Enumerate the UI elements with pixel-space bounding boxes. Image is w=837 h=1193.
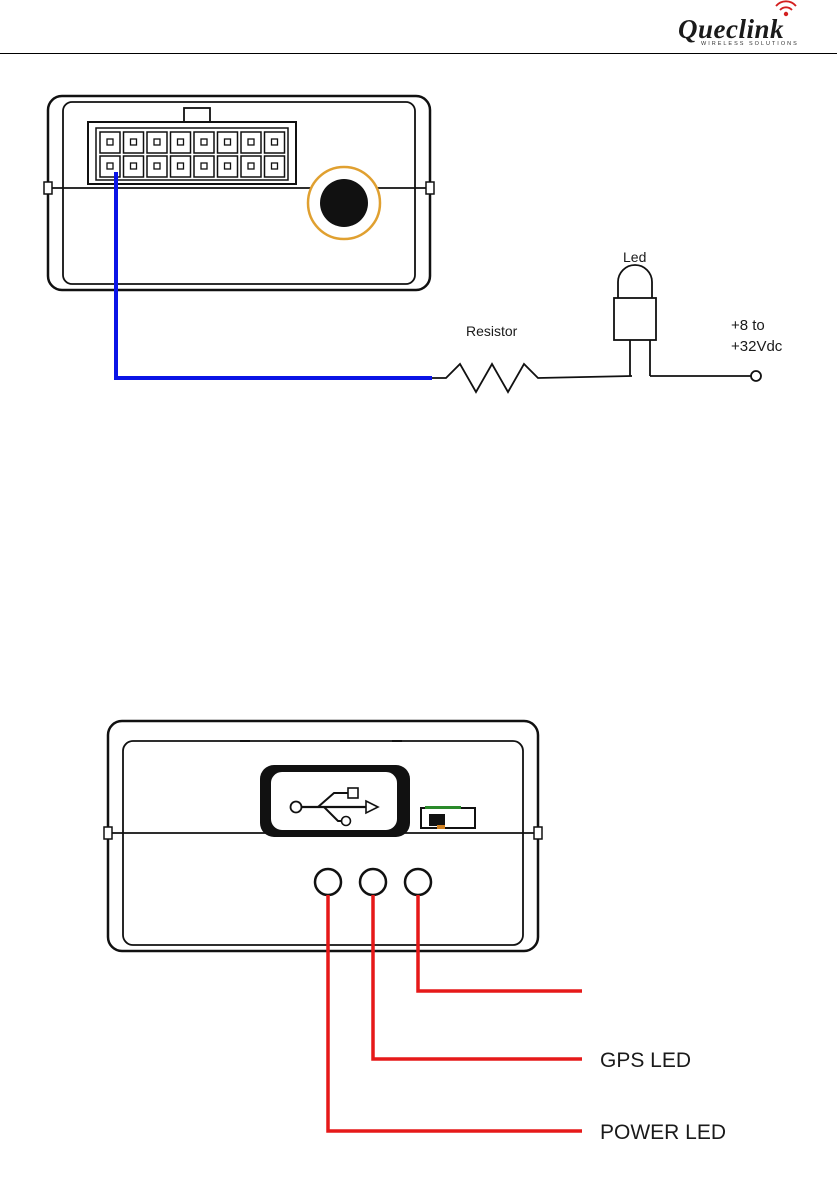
connector-pin-hole — [223, 162, 232, 170]
connector-pin-hole — [129, 138, 138, 146]
connector-pin-hole — [153, 162, 161, 170]
callout-line-gps — [371, 895, 582, 1061]
connector-pin-hole — [247, 162, 255, 170]
connector-pin-hole — [106, 162, 114, 170]
sim-switch — [420, 806, 476, 829]
connector-pin-hole — [270, 138, 279, 146]
connector-pin-hole — [176, 162, 185, 170]
output-wire — [114, 172, 432, 380]
figure-output-wiring: Resistor Led +8 to +32Vdc — [0, 80, 837, 400]
queclink-logo: Queclink WIRELESS SOLUTIONS — [668, 0, 834, 52]
logo-signal-icon — [775, 0, 797, 17]
page-header: Queclink WIRELESS SOLUTIONS — [0, 0, 837, 54]
usb-icon — [289, 787, 380, 827]
connector-pin-hole — [247, 138, 255, 146]
logo-subtext: WIRELESS SOLUTIONS — [701, 41, 799, 47]
connector-pin-hole — [223, 138, 232, 146]
connector-pin-hole — [200, 138, 208, 146]
16-pin-connector — [87, 107, 297, 185]
logo-text: Queclink — [678, 14, 785, 44]
figure-led-panel: GPS LED POWER LED — [0, 715, 837, 1155]
connector-pin-hole — [153, 138, 161, 146]
connector-pin-hole — [106, 138, 114, 146]
gps-led-label: GPS LED — [600, 1049, 691, 1072]
voltage-label-line1: +8 to — [731, 317, 765, 334]
led-indicators — [313, 867, 433, 897]
power-led-label: POWER LED — [600, 1121, 726, 1144]
resistor-label: Resistor — [466, 323, 518, 339]
round-button — [306, 165, 382, 241]
connector-pin-hole — [176, 138, 185, 146]
callout-line-power — [326, 895, 582, 1133]
led-label: Led — [623, 249, 646, 265]
resistor-symbol — [432, 362, 633, 394]
callout-line-1 — [416, 895, 582, 993]
connector-pin-hole — [270, 162, 279, 170]
connector-pin-hole — [200, 162, 208, 170]
connector-pin-hole — [129, 162, 138, 170]
header-divider — [0, 53, 837, 54]
voltage-label-line2: +32Vdc — [731, 338, 783, 355]
led-symbol — [613, 264, 762, 382]
usb-port — [260, 765, 410, 837]
